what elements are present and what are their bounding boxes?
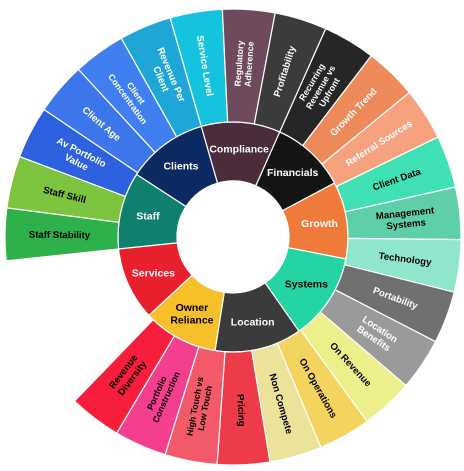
- item-staff-stability-label: Staff Stability: [29, 229, 91, 241]
- item-client-age[interactable]: Client Age: [43, 68, 156, 174]
- item-revenue-diversity-wedge[interactable]: [73, 318, 176, 434]
- item-regulatory-adherence[interactable]: RegulatoryAdherence: [221, 8, 276, 125]
- item-pricing[interactable]: Pricing: [216, 349, 271, 466]
- item-revenue-diversity[interactable]: RevenueDiversity: [73, 318, 176, 434]
- item-pricing-label: Pricing: [235, 394, 248, 427]
- category-location-label: Location: [231, 316, 275, 328]
- item-non-compete[interactable]: Non Compete: [250, 342, 322, 463]
- category-staff-label: Staff: [136, 210, 160, 222]
- item-management-systems-label: ManagementSystems: [375, 205, 436, 233]
- item-technology[interactable]: Technology: [343, 237, 462, 293]
- category-services-label: Services: [132, 267, 175, 279]
- category-growth-label: Growth: [301, 218, 338, 230]
- item-regulatory-adherence-label: RegulatoryAdherence: [233, 40, 256, 87]
- item-portability[interactable]: Portability: [334, 264, 455, 343]
- item-portfolio-construction[interactable]: PortfolioConstruction: [115, 335, 200, 456]
- item-management-systems[interactable]: ManagementSystems: [344, 186, 462, 241]
- item-client-concentration[interactable]: ClientConcentration: [77, 37, 178, 154]
- item-staff-skill[interactable]: Staff Skill: [6, 155, 127, 223]
- category-financials-label: Financials: [267, 167, 319, 179]
- category-compliance[interactable]: Compliance: [200, 121, 281, 187]
- item-high-touch-vs-low-touch[interactable]: High Touch vsLow Touch: [164, 346, 226, 466]
- center-hole: [177, 181, 289, 293]
- item-profitability[interactable]: Profitability: [253, 12, 327, 133]
- category-clients-label: Clients: [163, 160, 198, 172]
- category-systems-label: Systems: [285, 278, 328, 290]
- category-compliance-label: Compliance: [209, 143, 269, 155]
- item-location-benefits[interactable]: LocationBenefits: [319, 288, 437, 387]
